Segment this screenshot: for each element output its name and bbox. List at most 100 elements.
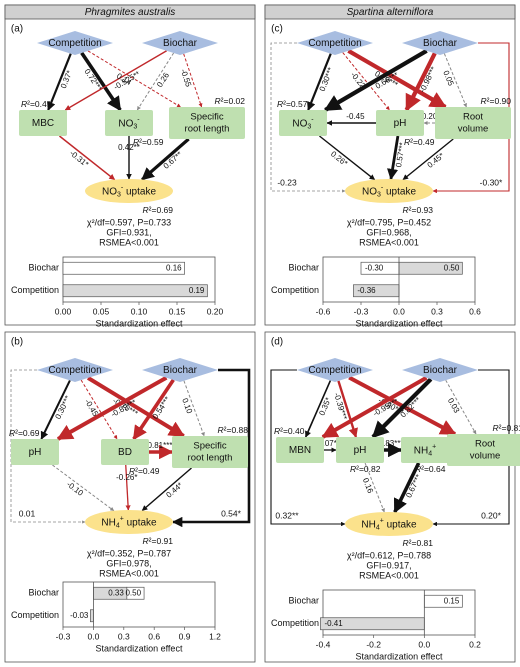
tick-label: -0.2 <box>366 639 381 649</box>
panel-letter: (d) <box>271 337 283 348</box>
driver-label: Biochar <box>163 38 198 49</box>
category-label: Competition <box>271 285 319 295</box>
tick-label: -0.3 <box>56 631 71 641</box>
side-path-left <box>270 42 346 193</box>
bar-value-label: 0.19 <box>189 286 205 295</box>
tick-label: 0.0 <box>418 639 430 649</box>
panel-header <box>4 4 256 20</box>
response-label: NO3- uptake <box>102 185 156 199</box>
fit-statistic: RSMEA<0.001 <box>99 237 159 247</box>
tick-label: 0.6 <box>469 306 481 316</box>
response-node <box>345 179 433 203</box>
mediator-node <box>336 437 384 463</box>
mediator-label: Specific <box>193 441 227 452</box>
r2-label: R²=0.88 <box>218 425 249 435</box>
tick-label: 0.15 <box>169 306 186 316</box>
r2-label: R²=0.93 <box>403 205 434 215</box>
sem-path <box>56 375 168 441</box>
path-coefficient: -0.203 <box>419 112 442 121</box>
side-label-right: 0.54* <box>221 508 242 518</box>
axis-label: Standardization effect <box>96 318 183 328</box>
bar-value-label: -0.03 <box>70 611 89 620</box>
effect-bar <box>90 609 94 623</box>
effect-bar <box>62 261 185 275</box>
r2-label: R²=0.02 <box>215 96 246 106</box>
driver-label: Biochar <box>423 38 458 49</box>
side-label-left: 0.01 <box>19 508 36 518</box>
mediator-node <box>172 436 248 468</box>
bar-value-label: 0.15 <box>444 596 460 605</box>
fit-statistic: χ²/df=0.352, P=0.787 <box>87 548 171 558</box>
driver-node <box>297 358 373 382</box>
panel-letter: (b) <box>11 337 23 348</box>
r2-label: R²=0.49 <box>404 137 435 147</box>
mediator-node <box>276 437 324 463</box>
path-coefficient: 0.42** <box>118 143 140 152</box>
sem-path <box>319 135 376 181</box>
tick-label: -0.6 <box>316 306 331 316</box>
category-label: Competition <box>11 285 59 295</box>
fit-statistic: GFI=0.917, <box>366 560 411 570</box>
panel-letter: (a) <box>11 24 23 35</box>
mediator-label: root length <box>188 453 233 464</box>
mediator-label: NO3- <box>118 117 140 131</box>
sem-path <box>141 137 190 181</box>
tick-label: 0.10 <box>131 306 148 316</box>
mediator-label: pH <box>394 118 407 129</box>
response-node <box>85 179 173 203</box>
sem-path <box>321 375 428 439</box>
response-node <box>85 510 173 534</box>
sem-path <box>404 52 437 112</box>
panel-d: (d)0.32**0.20*0.35*-0.39***-0.90***-0.95… <box>264 331 520 663</box>
tick-label: -0.4 <box>316 639 331 649</box>
r2-label: R²=0.49 <box>129 466 160 476</box>
mediator-label: volume <box>470 451 501 462</box>
fit-statistic: RSMEA<0.001 <box>359 570 419 580</box>
sem-path <box>364 462 385 513</box>
driver-label: Biochar <box>163 365 198 376</box>
sem-path <box>387 135 400 181</box>
bar-value-label: 0.50 <box>125 588 141 597</box>
driver-node <box>402 358 478 382</box>
fit-statistic: χ²/df=0.597, P=0.733 <box>87 217 171 227</box>
category-label: Competition <box>11 610 59 620</box>
side-label-left: 0.32** <box>275 510 299 520</box>
r2-label: R²=0.64 <box>415 464 446 474</box>
mediator-node <box>19 110 67 136</box>
sem-path <box>371 377 433 439</box>
axis-label: Standardization effect <box>356 651 443 661</box>
bar-value-label: -0.30 <box>365 263 384 272</box>
fit-statistic: χ²/df=0.795, P=0.452 <box>347 217 431 227</box>
mediator-node <box>376 110 424 136</box>
mediator-label: pH <box>354 445 367 456</box>
tick-label: 0.0 <box>87 631 99 641</box>
tick-label: -0.3 <box>354 306 369 316</box>
sem-path <box>136 52 175 111</box>
mediator-node <box>101 439 149 465</box>
sem-path <box>183 53 203 108</box>
sem-path <box>80 51 122 112</box>
axis-label: Standardization effect <box>96 643 183 653</box>
path-coefficient: 0.57*** <box>394 142 407 168</box>
driver-label: Competition <box>308 38 361 49</box>
mediator-label: Root <box>475 439 495 450</box>
sem-path <box>141 467 192 512</box>
bar-value-label: -0.36 <box>357 286 376 295</box>
tick-label: 0.05 <box>93 306 110 316</box>
r2-label: R²=0.81 <box>493 423 520 433</box>
r2-label: R²=0.82 <box>350 464 381 474</box>
fit-statistic: GFI=0.968, <box>366 227 411 237</box>
tick-label: 0.6 <box>148 631 160 641</box>
path-coefficient: -0.45 <box>346 112 365 121</box>
panel-letter: (c) <box>271 24 283 35</box>
panel-c: Spartina alterniflora(c)-0.23-0.30*0.30*… <box>264 4 516 328</box>
r2-label: R²=0.69 <box>9 428 40 438</box>
path-coefficient: 1.07** <box>318 439 340 448</box>
category-label: Biochar <box>288 263 319 273</box>
path-coefficient: -0.26* <box>116 473 137 482</box>
sem-path <box>342 52 390 111</box>
sem-path <box>304 380 332 438</box>
